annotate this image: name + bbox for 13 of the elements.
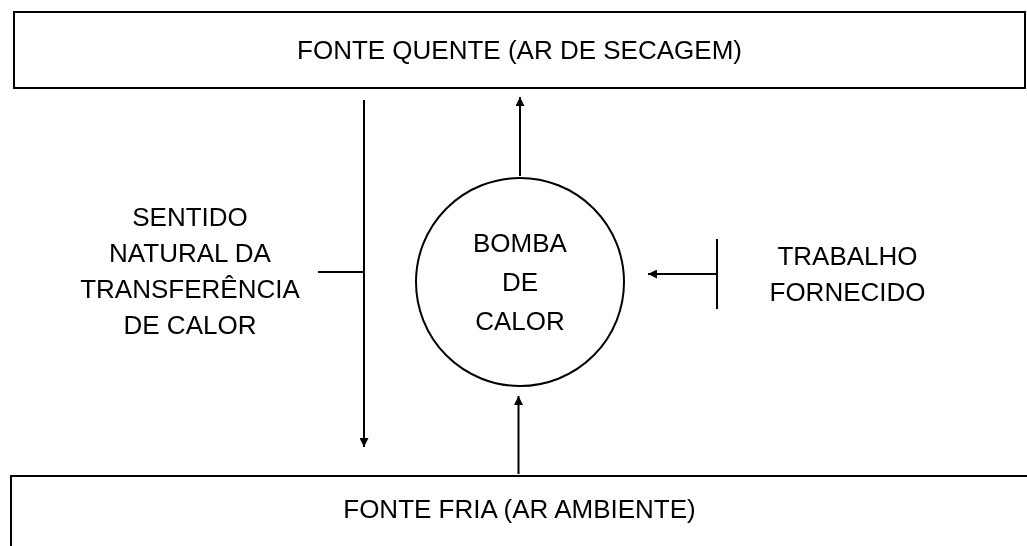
- arrow: [514, 395, 523, 475]
- node-label: FONTE QUENTE (AR DE SECAGEM): [297, 34, 742, 67]
- node-label: BOMBA DE CALOR: [472, 226, 568, 338]
- leader-line: [317, 271, 365, 273]
- cold-source-box: [10, 475, 1027, 546]
- arrow: [647, 238, 718, 310]
- input-label: TRABALHO FORNECIDO: [745, 236, 950, 312]
- heat-pump-circle: [415, 177, 625, 387]
- node-label: FONTE FRIA (AR AMBIENTE): [343, 493, 696, 526]
- heat-source-box: [13, 11, 1026, 89]
- annotation-text: SENTIDO NATURAL DA TRANSFERÊNCIA DE CALOR: [70, 196, 310, 346]
- arrow: [515, 96, 525, 177]
- arrow: [359, 99, 369, 448]
